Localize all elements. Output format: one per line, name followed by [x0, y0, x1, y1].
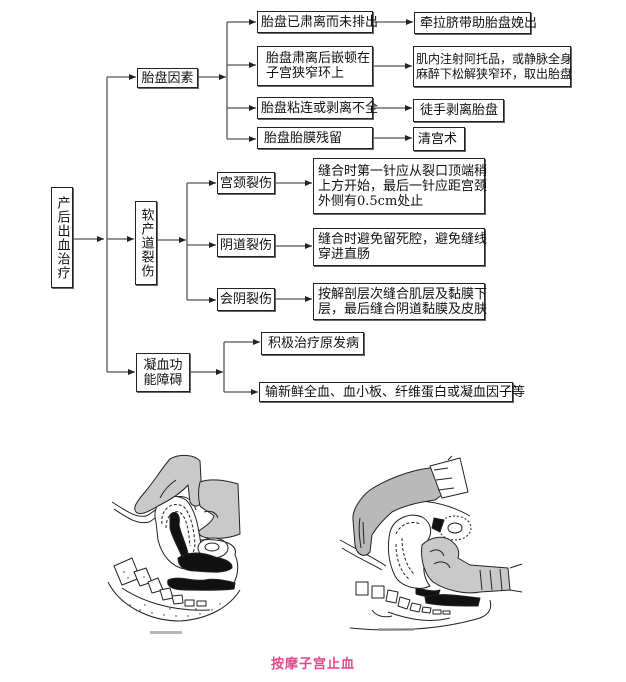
placenta-cause-3: 胎盘粘连或剥离不全 [257, 97, 379, 119]
coagulation-treatment-2: 输新鲜全血、血小板、纤维蛋白或凝血因子等 [259, 382, 526, 402]
scan-smudge [378, 628, 414, 631]
text-line: 上方开始，最后一针应距宫颈 [318, 178, 488, 194]
hand-icon [134, 454, 203, 515]
text-line: 肌内注射阿托品，或静脉全身 [416, 51, 573, 66]
text-line: 输新鲜全血、血小板、纤维蛋白或凝血因子等 [265, 384, 526, 400]
text-line: 缝合时第一针应从裂口顶端稍 [318, 163, 488, 179]
text-line: 缝合时避免留死腔，避免缝线 [318, 232, 488, 247]
text-line: 外侧有0.5cm处止 [318, 193, 424, 209]
text-line: 凝血功 [143, 357, 183, 373]
body-outline [107, 581, 241, 622]
text-line: 清宫术 [418, 131, 458, 147]
text-line: 宫颈裂伤 [220, 175, 273, 191]
text-line: 会阴裂伤 [220, 292, 273, 307]
node-label: 胎盘因素 [141, 70, 194, 86]
uterine-massage-illustration-right [339, 455, 523, 631]
perineal-tear-node: 会阴裂伤 [217, 288, 275, 311]
uterine-cavity [169, 511, 190, 563]
text-line: 胎盘粘连或剥离不全 [261, 100, 379, 116]
uterine-massage-illustration-left [107, 454, 241, 634]
text-line: 牵拉脐带助胎盘娩出 [420, 15, 538, 31]
placenta-treatment-2: 肌内注射阿托品，或静脉全身 麻醉下松解狭窄环，取出胎盘 [413, 46, 573, 87]
text-line: 层，最后缝合阴道黏膜及皮肤 [318, 301, 488, 317]
cervical-tear-node: 宫颈裂伤 [217, 172, 275, 194]
soft-tissue-injury-node: 软产道裂伤 [135, 201, 157, 285]
text-line: 阴道裂伤 [220, 238, 273, 253]
text-line: 积极治疗原发病 [268, 336, 360, 351]
blood-clot [177, 552, 233, 573]
spine-blocks [355, 581, 451, 615]
cervical-tear-treatment: 缝合时第一针应从裂口顶端稍 上方开始，最后一针应距宫颈 外侧有0.5cm处止 [313, 158, 488, 214]
coagulation-treatment-1: 积极治疗原发病 [261, 332, 364, 355]
root-label: 产后出血治疗 [54, 195, 70, 280]
coagulation-disorder-node: 凝血功 能障碍 [136, 353, 190, 392]
rectum-shape [167, 577, 236, 591]
text-line: 按解剖层次缝合肌层及黏膜下 [318, 286, 488, 302]
figure-caption: 按摩子宫止血 [270, 657, 355, 672]
rectum-shape [424, 594, 481, 607]
vaginal-tear-treatment: 缝合时避免留死腔，避免缝线 穿进直肠 [313, 228, 488, 266]
placenta-treatment-4: 清宫术 [413, 127, 465, 151]
spine-blocks [113, 557, 207, 607]
hand-icon [352, 464, 443, 556]
hand-icon [421, 536, 511, 594]
placenta-cause-1: 胎盘已肃离而未排出 [257, 11, 379, 33]
placenta-cause-2: 胎盘肃离后嵌顿在 子宫狭窄环上 [257, 46, 373, 86]
perineal-tear-treatment: 按解剖层次缝合肌层及黏膜下 层，最后缝合阴道黏膜及皮肤 [313, 283, 488, 320]
text-line: 胎盘肃离后嵌顿在 [266, 51, 371, 66]
text-line: 能障碍 [143, 372, 183, 388]
text-line: 麻醉下松解狭窄环，取出胎盘 [416, 66, 573, 81]
scan-smudge [150, 631, 182, 634]
text-line: 胎盘已肃离而未排出 [261, 14, 379, 30]
abdominal-wall-line [341, 547, 383, 571]
text-line: 穿进直肠 [318, 247, 371, 262]
vaginal-tear-node: 阴道裂伤 [217, 234, 275, 257]
flowchart-connectors [73, 19, 413, 395]
placenta-treatment-1: 牵拉脐带助胎盘娩出 [414, 12, 538, 34]
text-line: 胎盘胎膜残留 [264, 130, 343, 146]
root-node: 产后出血治疗 [51, 187, 73, 288]
uterus-shape [387, 514, 432, 589]
text-line: 徒手剥离胎盘 [420, 103, 499, 118]
node-label: 软产道裂伤 [138, 208, 154, 278]
placenta-treatment-3: 徒手剥离胎盘 [413, 99, 504, 122]
text-line: 子宫狭窄环上 [266, 66, 345, 81]
placenta-factors-node: 胎盘因素 [137, 68, 198, 88]
placenta-cause-4: 胎盘胎膜残留 [257, 127, 373, 149]
hand-icon [198, 479, 241, 539]
